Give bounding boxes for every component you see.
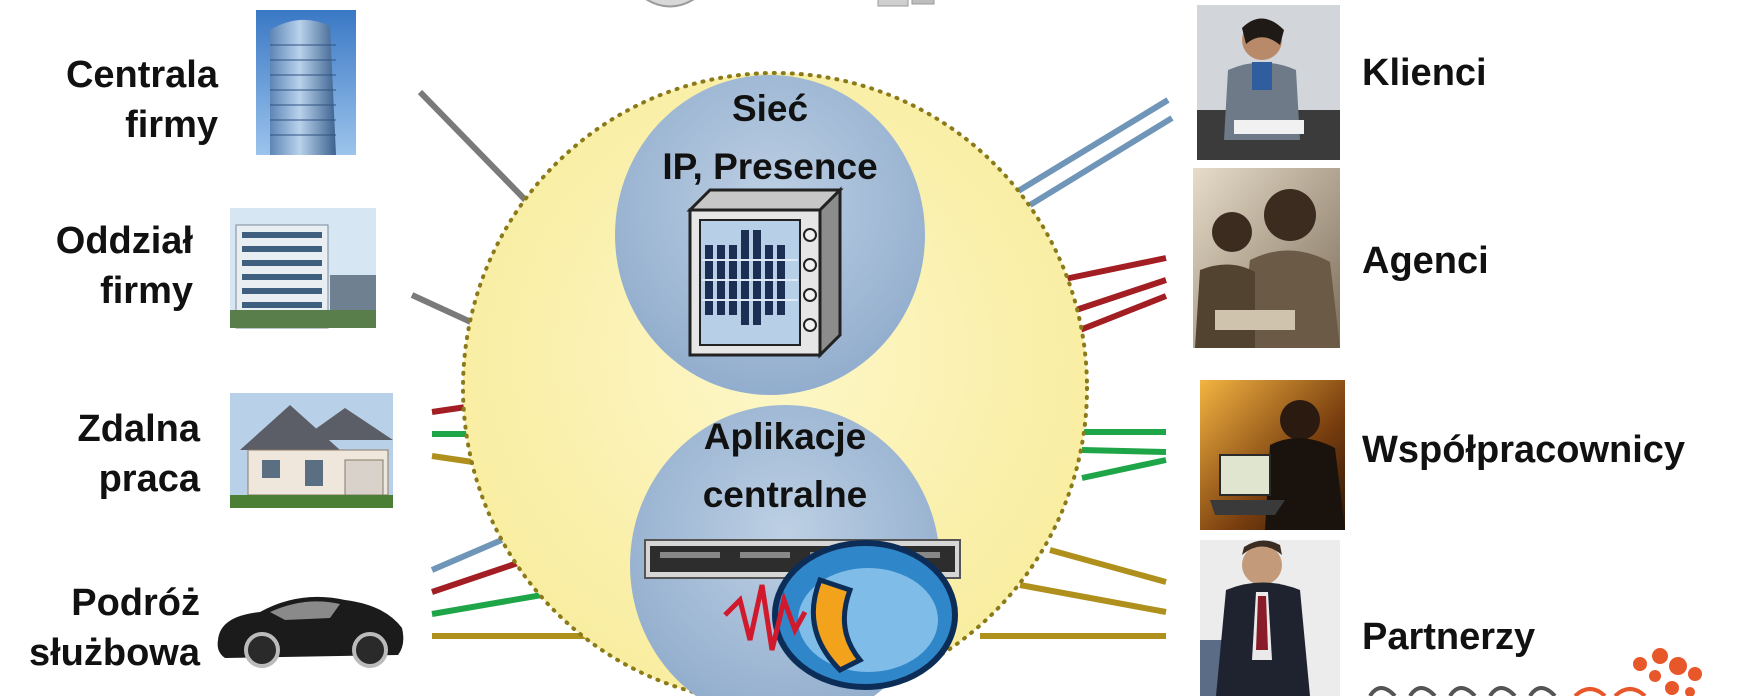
label-remote: Zdalna praca	[78, 404, 200, 504]
label-travel-line1: Podróż	[71, 582, 200, 624]
label-hq: Centrala firmy	[66, 50, 218, 150]
label-partners: Partnerzy	[1362, 612, 1535, 662]
skyscraper-photo	[256, 10, 356, 155]
label-remote-line1: Zdalna	[77, 408, 200, 450]
call-center-agents-photo	[1193, 168, 1340, 348]
line-partners-1	[1049, 547, 1167, 585]
label-network: Sieć IP, Presence	[640, 80, 900, 196]
label-coworkers: Współpracownicy	[1362, 425, 1685, 475]
label-partners-line1: Partnerzy	[1362, 616, 1536, 658]
label-clients-line1: Klienci	[1362, 52, 1487, 94]
label-agents: Agenci	[1362, 236, 1489, 286]
line-agents-1	[1059, 255, 1167, 283]
sports-car-photo	[217, 596, 404, 668]
label-hq-line2: firmy	[125, 104, 218, 146]
label-coworkers-line1: Współpracownicy	[1362, 429, 1686, 471]
label-clients: Klienci	[1362, 48, 1487, 98]
line-coworkers-2	[1081, 447, 1167, 455]
line-coworkers-3	[1081, 457, 1167, 481]
label-branch-line2: firmy	[100, 270, 193, 312]
label-hq-line1: Centrala	[65, 54, 218, 96]
line-partners-2	[1019, 582, 1167, 615]
label-network-line1: Sieć	[731, 88, 809, 129]
label-network-line2: IP, Presence	[662, 146, 878, 187]
network-switch-icon	[686, 186, 844, 359]
label-branch-line1: Oddział	[55, 220, 193, 262]
man-laptop-photo	[1200, 380, 1345, 530]
businessman-phone-photo	[1200, 540, 1340, 696]
label-apps-line1: Aplikacje	[703, 416, 867, 457]
label-travel: Podróż służbowa	[29, 578, 200, 678]
logo-cropped	[1368, 648, 1702, 696]
label-apps-line2: centralne	[702, 474, 868, 515]
top-cropped-objects	[645, 0, 935, 8]
label-branch: Oddział firmy	[56, 216, 193, 316]
label-apps: Aplikacje centralne	[655, 408, 915, 524]
line-clients-1	[1008, 97, 1170, 199]
line-agents-3	[1078, 293, 1168, 333]
server-phone-icon	[644, 539, 961, 690]
label-agents-line1: Agenci	[1362, 240, 1489, 282]
label-travel-line2: służbowa	[28, 632, 200, 674]
line-clients-2	[1028, 115, 1174, 208]
line-agents-2	[1069, 277, 1167, 315]
line-hq	[417, 89, 543, 218]
house-photo	[230, 393, 393, 508]
businesswoman-phone-photo	[1197, 5, 1340, 160]
office-building-photo	[230, 208, 376, 329]
label-remote-line2: praca	[98, 458, 200, 500]
